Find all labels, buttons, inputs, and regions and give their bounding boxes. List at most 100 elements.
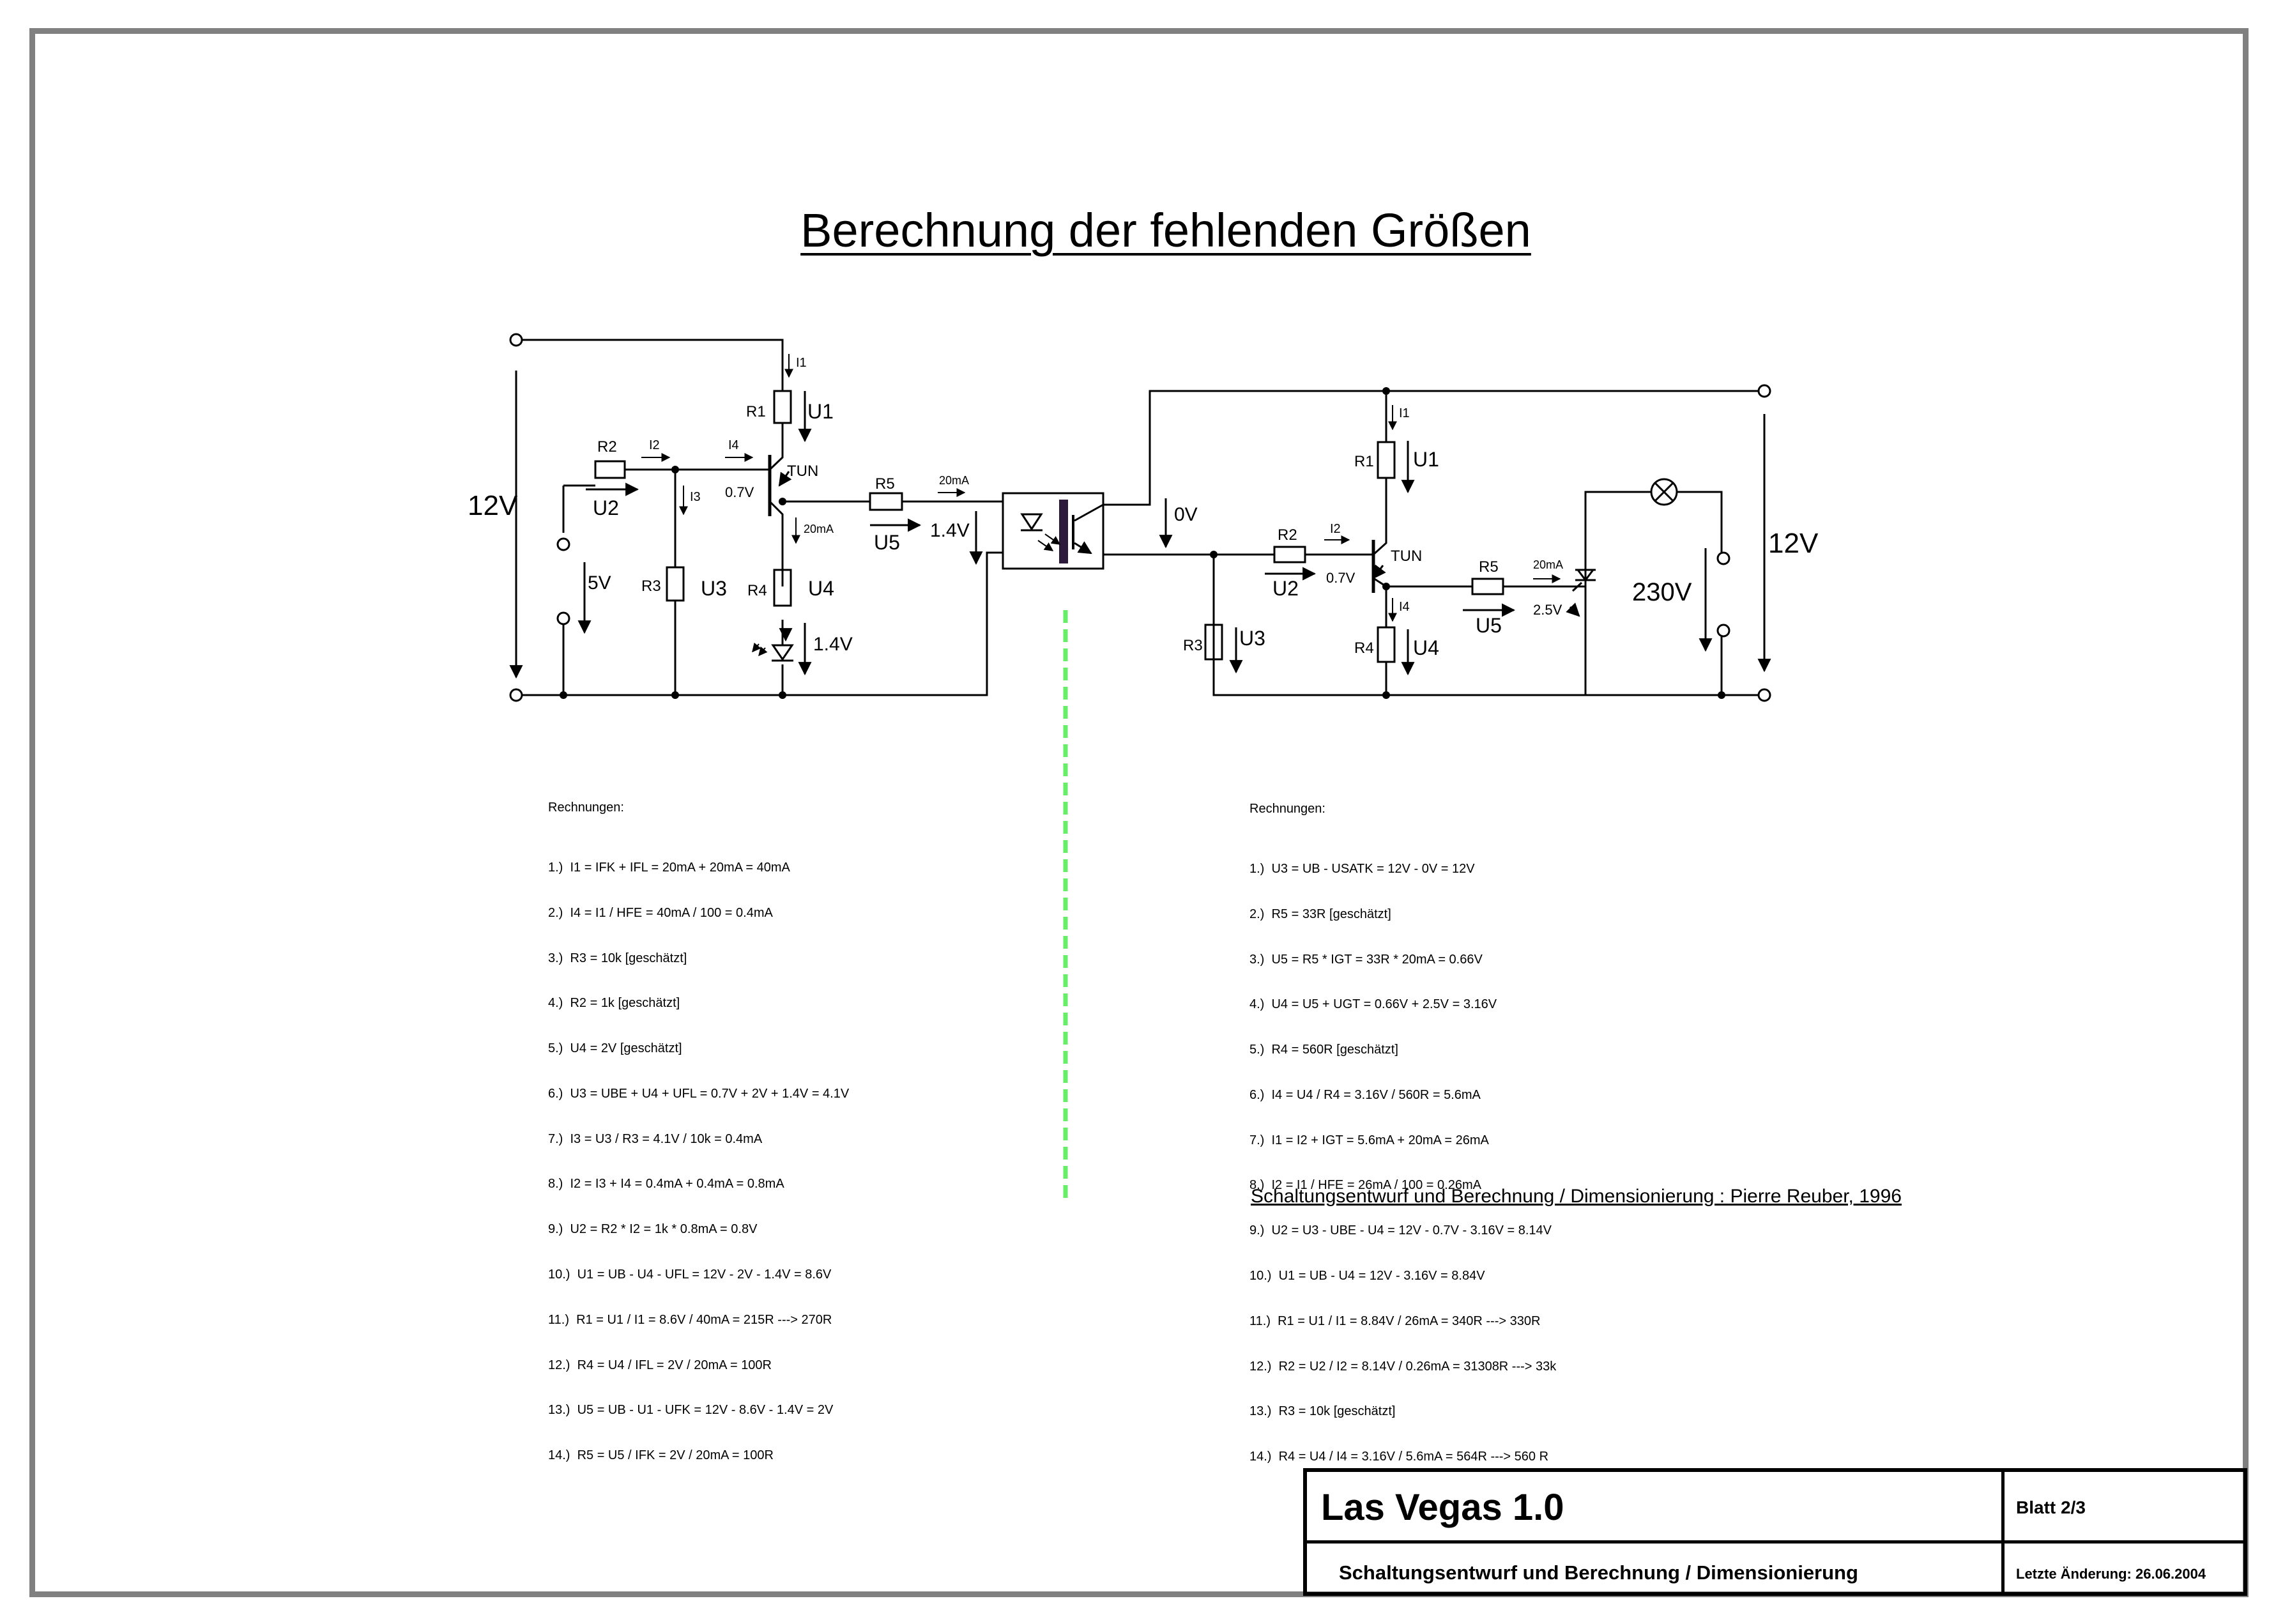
- left-i3-label: I3: [690, 490, 701, 504]
- author-credit: Schaltungsentwurf und Berechnung / Dimen…: [1251, 1186, 1902, 1207]
- optocoupler-box: [1002, 492, 1104, 570]
- opto-output-voltage-label: 0V: [1174, 504, 1198, 525]
- calc-left-line: 4.) R2 = 1k [geschätzt]: [548, 996, 680, 1011]
- left-u2-label: U2: [593, 496, 619, 519]
- calc-left-line: 8.) I2 = I3 + I4 = 0.4mA + 0.4mA = 0.8mA: [548, 1177, 784, 1191]
- calc-left-line: 11.) R1 = U1 / I1 = 8.6V / 40mA = 215R -…: [548, 1312, 832, 1327]
- calc-left-line: 10.) U1 = UB - U4 - UFL = 12V - 2V - 1.4…: [548, 1268, 832, 1282]
- calc-left-line: 14.) R5 = U5 / IFK = 2V / 20mA = 100R: [548, 1448, 774, 1463]
- calc-left-line: 5.) U4 = 2V [geschätzt]: [548, 1041, 682, 1056]
- calc-right-line: 13.) R3 = 10k [geschätzt]: [1249, 1404, 1396, 1419]
- right-terminal-bottom: [1757, 688, 1771, 702]
- calc-left-line: 9.) U2 = R2 * I2 = 1k * 0.8mA = 0.8V: [548, 1222, 758, 1237]
- right-i1-label: I1: [1399, 406, 1410, 420]
- right-u4-label: U4: [1413, 636, 1439, 659]
- left-input-voltage-label: 5V: [588, 572, 611, 594]
- left-r3-resistor: [666, 566, 685, 602]
- left-terminal-top: [509, 333, 523, 347]
- left-led-icon: [771, 644, 794, 661]
- right-u2-label: U2: [1272, 577, 1299, 600]
- optocoupler: [1002, 492, 1104, 570]
- left-r5-resistor: [869, 492, 903, 511]
- calc-right-line: 3.) U5 = R5 * IGT = 33R * 20mA = 0.66V: [1249, 952, 1483, 967]
- calc-left-block: Rechnungen: 1.) I1 = IFK + IFL = 20mA + …: [548, 770, 849, 1478]
- left-r4-resistor: [773, 569, 792, 607]
- left-input-terminal-a: [556, 537, 570, 551]
- right-transistor-label: TUN: [1391, 548, 1422, 565]
- left-circuit: [509, 333, 1003, 702]
- page-title: Berechnung der fehlenden Größen: [800, 204, 1531, 257]
- left-supply-label: 12V: [468, 490, 518, 521]
- drawing-description: Schaltungsentwurf und Berechnung / Dimen…: [1307, 1544, 2005, 1592]
- calc-left-line: 13.) U5 = UB - U1 - UFK = 12V - 8.6V - 1…: [548, 1403, 834, 1418]
- right-vbe-label: 0.7V: [1326, 570, 1356, 586]
- triac-icon: [1571, 569, 1596, 592]
- calc-right-line: 2.) R5 = 33R [geschätzt]: [1249, 907, 1391, 921]
- right-r2-resistor: [1273, 546, 1306, 563]
- left-r4-label: R4: [747, 582, 767, 599]
- right-u1-label: U1: [1413, 448, 1439, 471]
- last-change-date: Letzte Änderung: 26.06.2004: [2016, 1566, 2206, 1582]
- left-u3-label: U3: [701, 577, 727, 600]
- left-circuit-labels: 12V 5V R1 R2 R3 R4 R5 TUN I1 I2 I3 I4 U1…: [468, 356, 970, 655]
- left-r5-current-label: 20mA: [939, 474, 969, 487]
- left-vbe-label: 0.7V: [725, 484, 754, 500]
- title-block: Las Vegas 1.0 Blatt 2/3 Schaltungsentwur…: [1303, 1468, 2247, 1596]
- left-r2-label: R2: [597, 438, 617, 456]
- right-u3-label: U3: [1239, 627, 1265, 650]
- calc-left-heading: Rechnungen:: [548, 801, 624, 815]
- left-r3-label: R3: [641, 578, 661, 595]
- project-name: Las Vegas 1.0: [1307, 1472, 2005, 1544]
- left-transistor-label: TUN: [787, 463, 818, 480]
- left-led-current-label: 20mA: [804, 523, 834, 535]
- optocoupler-barrier: [1059, 500, 1068, 563]
- right-r5-resistor: [1471, 578, 1504, 595]
- left-i2-label: I2: [649, 438, 660, 452]
- left-i4-label: I4: [728, 438, 739, 452]
- right-r1-label: R1: [1354, 453, 1374, 470]
- calc-right-line: 6.) I4 = U4 / R4 = 3.16V / 560R = 5.6mA: [1249, 1087, 1481, 1102]
- right-r4-label: R4: [1354, 640, 1374, 657]
- calc-right-heading: Rechnungen:: [1249, 802, 1325, 816]
- left-r2-resistor: [594, 460, 626, 479]
- right-terminal-top: [1757, 384, 1771, 398]
- sheet-number: Blatt 2/3: [2005, 1472, 2243, 1544]
- calc-right-line: 7.) I1 = I2 + IGT = 5.6mA + 20mA = 26mA: [1249, 1133, 1489, 1147]
- calc-right-line: 14.) R4 = U4 / I4 = 3.16V / 5.6mA = 564R…: [1249, 1450, 1549, 1464]
- left-input-terminal-b: [556, 611, 570, 625]
- right-r5-label: R5: [1479, 558, 1499, 576]
- calc-right-line: 1.) U3 = UB - USATK = 12V - 0V = 12V: [1249, 861, 1475, 876]
- calc-right-block: Rechnungen: 1.) U3 = UB - USATK = 12V - …: [1249, 772, 1556, 1480]
- left-u1-label: U1: [807, 400, 834, 423]
- calc-right-line: 12.) R2 = U2 / I2 = 8.14V / 0.26mA = 313…: [1249, 1359, 1557, 1374]
- right-gate-current-label: 20mA: [1533, 558, 1563, 571]
- calc-left-line: 2.) I4 = I1 / HFE = 40mA / 100 = 0.4mA: [548, 905, 773, 920]
- left-led-voltage-label: 1.4V: [813, 634, 853, 655]
- right-r3-resistor: [1204, 624, 1223, 661]
- left-r1-label: R1: [746, 403, 766, 420]
- left-i1-label: I1: [796, 356, 807, 370]
- left-u5-label: U5: [874, 531, 900, 554]
- left-terminal-bottom: [509, 688, 523, 702]
- right-i2-label: I2: [1330, 522, 1341, 536]
- calc-right-line: 5.) R4 = 560R [geschätzt]: [1249, 1043, 1398, 1057]
- right-circuit-labels: 12V 230V 0V R1 R2 R3 R4 R5 TUN I1 I2 I4 …: [1174, 406, 1819, 659]
- right-r4-resistor: [1377, 626, 1396, 663]
- right-r2-label: R2: [1278, 526, 1297, 544]
- left-u4-label: U4: [808, 577, 834, 600]
- mains-terminal-b: [1716, 624, 1730, 638]
- calc-left-line: 3.) R3 = 10k [geschätzt]: [548, 951, 687, 965]
- calc-right-line: 10.) U1 = UB - U4 = 12V - 3.16V = 8.84V: [1249, 1269, 1485, 1283]
- mains-voltage-label: 230V: [1632, 578, 1692, 606]
- right-gate-voltage-label: 2.5V: [1533, 602, 1562, 618]
- right-r1-resistor: [1377, 441, 1396, 479]
- calc-left-line: 6.) U3 = UBE + U4 + UFL = 0.7V + 2V + 1.…: [548, 1086, 850, 1101]
- right-r3-label: R3: [1183, 637, 1203, 654]
- right-u5-label: U5: [1476, 614, 1502, 637]
- calc-left-line: 12.) R4 = U4 / IFL = 2V / 20mA = 100R: [548, 1358, 772, 1372]
- calc-left-line: 1.) I1 = IFK + IFL = 20mA + 20mA = 40mA: [548, 860, 790, 875]
- calc-right-line: 4.) U4 = U5 + UGT = 0.66V + 2.5V = 3.16V: [1249, 997, 1497, 1012]
- calc-right-line: 11.) R1 = U1 / I1 = 8.84V / 26mA = 340R …: [1249, 1314, 1541, 1328]
- right-i4-label: I4: [1399, 600, 1410, 614]
